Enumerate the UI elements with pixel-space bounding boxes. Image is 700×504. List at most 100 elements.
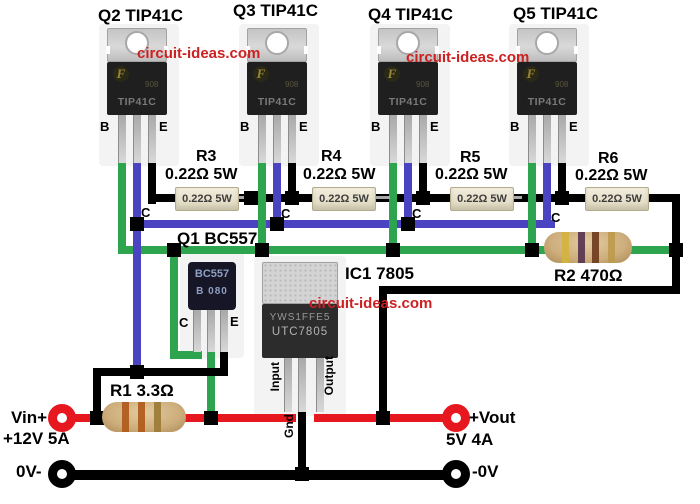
wire-segment — [258, 158, 266, 254]
junction-dot — [130, 217, 144, 231]
junction-dot — [416, 191, 430, 205]
junction-dot — [167, 243, 181, 257]
pin-label-input: Input — [268, 362, 282, 392]
body-marking: TIP41C — [527, 96, 567, 108]
resistor-r3-block: 0.22Ω 5W — [175, 187, 239, 211]
terminal-0v-out — [442, 460, 470, 488]
label-r5-name: R5 — [460, 149, 481, 166]
leg-collector — [404, 115, 412, 163]
color-band — [122, 402, 129, 432]
leg-emitter — [558, 115, 566, 163]
junction-dot — [130, 365, 144, 379]
terminal-vin — [48, 404, 76, 432]
pin-label-b: B — [100, 119, 110, 134]
label-vin: Vin+ — [11, 408, 48, 427]
body-marking: BC557 — [194, 268, 230, 280]
watermark: circuit-ideas.com — [309, 295, 433, 312]
leg-emitter — [288, 115, 296, 163]
pin-label-b: B — [510, 119, 520, 134]
tab-notch — [164, 46, 168, 54]
label-r6-name: R6 — [598, 150, 619, 167]
label-r4-rating: 0.22Ω 5W — [303, 166, 376, 183]
leg-output — [316, 358, 324, 412]
resistor-r1 — [102, 402, 186, 432]
wire-segment — [404, 158, 412, 228]
wire-segment — [133, 220, 555, 228]
label-vin-rating: +12V 5A — [3, 429, 70, 448]
wire-segment — [558, 158, 566, 202]
tab-notch — [106, 46, 110, 54]
label-ic1: IC1 7805 — [345, 264, 414, 283]
color-band — [578, 232, 585, 263]
label-r4-name: R4 — [321, 148, 342, 165]
pin-label-e: E — [430, 119, 439, 134]
label-vout: +Vout — [469, 408, 516, 427]
pin-label-b: B — [371, 119, 381, 134]
tab-notch — [246, 46, 250, 54]
leg-input — [284, 358, 292, 412]
resistor-lead — [508, 196, 522, 199]
leg-emitter — [148, 115, 156, 163]
label-r3-rating: 0.22Ω 5W — [165, 166, 238, 183]
block-marking: 0.22Ω 5W — [457, 193, 507, 205]
leg-base — [207, 310, 215, 352]
body-marking: TIP41C — [257, 96, 297, 108]
wire-segment — [93, 368, 228, 376]
junction-dot — [401, 217, 415, 231]
pin-label-b: B — [240, 119, 250, 134]
pin-label-e: E — [299, 119, 308, 134]
color-band — [562, 232, 569, 263]
terminal-0v-in — [48, 460, 76, 488]
leg-collector — [273, 115, 281, 163]
tab-notch — [516, 46, 520, 54]
resistor-lead — [376, 196, 390, 199]
label-0v-in: 0V- — [16, 462, 42, 481]
wire-segment — [207, 352, 215, 422]
resistor-r4-block: 0.22Ω 5W — [312, 187, 376, 211]
date-code: 908 — [416, 80, 430, 89]
fairchild-logo: F — [384, 66, 400, 82]
color-band — [608, 232, 615, 263]
wire-segment — [643, 194, 680, 202]
wire-segment — [298, 404, 306, 478]
leg-base — [258, 115, 266, 163]
body-marking: YWS1FFE5 — [269, 312, 331, 323]
wire-segment — [543, 158, 551, 228]
leg-collector — [193, 310, 201, 352]
tab-notch — [377, 46, 381, 54]
junction-dot — [90, 411, 104, 425]
junction-dot — [270, 217, 284, 231]
leg-base — [528, 115, 536, 163]
junction-dot — [376, 411, 390, 425]
pin-label-output: Output — [322, 356, 336, 396]
body-marking: UTC7805 — [271, 326, 329, 338]
label-q2: Q2 TIP41C — [98, 6, 184, 25]
junction-dot — [525, 243, 539, 257]
pin-label-e: E — [230, 314, 239, 329]
leg-collector — [133, 115, 141, 163]
mounting-hole — [535, 31, 559, 55]
label-vout-rating: 5V 4A — [446, 430, 494, 449]
leg-emitter — [220, 310, 228, 352]
junction-dot — [255, 243, 269, 257]
leg-base — [389, 115, 397, 163]
resistor-r6-block: 0.22Ω 5W — [585, 187, 649, 211]
leg-gnd — [298, 358, 306, 412]
leg-base — [118, 115, 126, 163]
label-r2: R2 470Ω — [554, 266, 623, 285]
mounting-hole — [265, 31, 289, 55]
wire-segment — [374, 194, 454, 202]
body-marking: TIP41C — [388, 96, 428, 108]
metal-tab — [262, 262, 338, 304]
label-r5-rating: 0.22Ω 5W — [435, 166, 508, 183]
label-q5: Q5 TIP41C — [513, 4, 599, 23]
wire-segment — [528, 158, 536, 254]
wire-segment — [288, 158, 296, 202]
resistor-r2 — [544, 232, 632, 263]
date-code: 908 — [145, 80, 159, 89]
wire-segment — [419, 158, 427, 202]
date-code: 908 — [555, 80, 569, 89]
date-code: 908 — [285, 80, 299, 89]
junction-dot — [386, 243, 400, 257]
